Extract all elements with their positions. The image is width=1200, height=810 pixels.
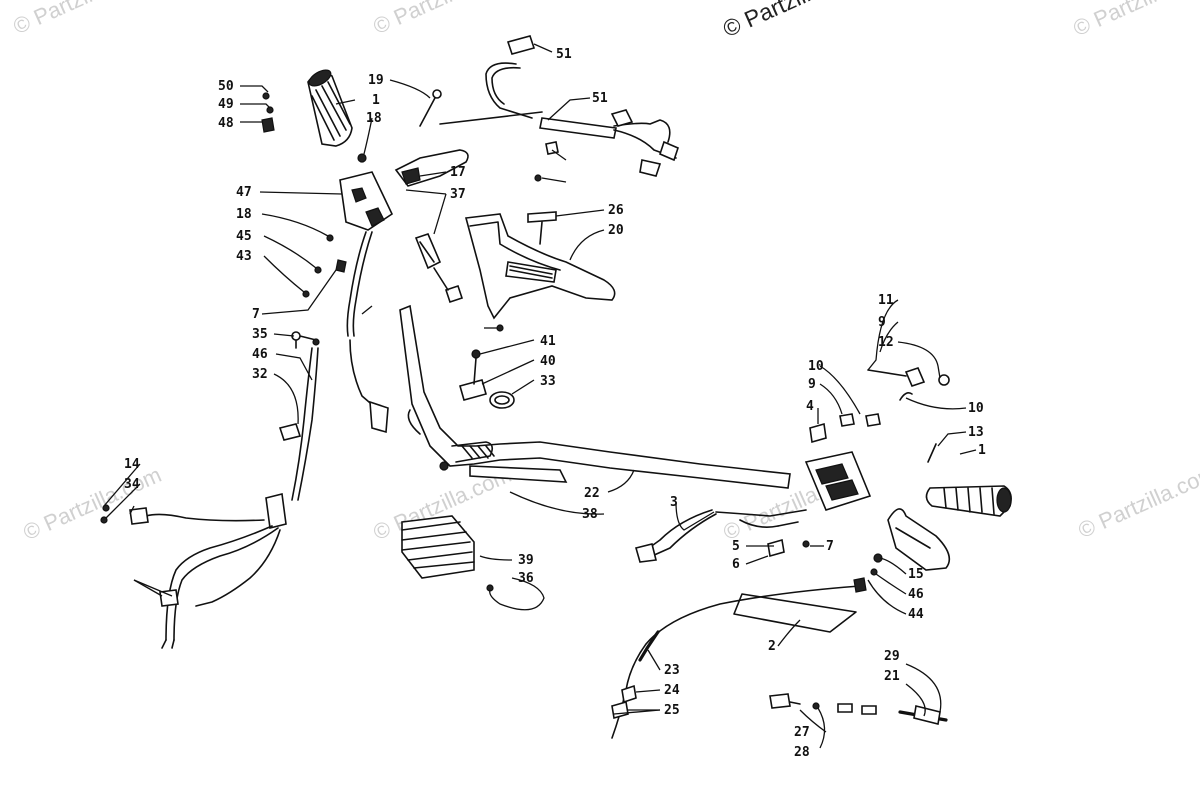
callout-23: 23 <box>664 663 680 678</box>
callout-34: 37 <box>450 187 466 202</box>
callout-36: 39 <box>518 553 534 568</box>
callout-35: 38 <box>582 507 598 522</box>
console[interactable] <box>464 211 616 320</box>
left-grip[interactable] <box>307 67 353 147</box>
brake-cable[interactable] <box>611 577 867 739</box>
callout-26: 26 <box>608 203 624 218</box>
callout-20: 20 <box>608 223 624 238</box>
callout-28: 28 <box>794 745 810 760</box>
wiring-harness[interactable] <box>439 35 679 177</box>
cable-end-parts <box>769 693 948 725</box>
callout-44: 50 <box>218 79 234 94</box>
callout-6: 6 <box>732 557 740 572</box>
callout-27: 27 <box>794 725 810 740</box>
callout-31: 34 <box>124 477 140 492</box>
callout-32: 35 <box>252 327 268 342</box>
right-switch-housing[interactable] <box>767 367 950 558</box>
bulb-socket <box>534 141 559 182</box>
leader-lines <box>103 43 977 749</box>
callout-38: 41 <box>540 334 556 349</box>
callout-8: 9 <box>808 377 816 392</box>
callout-39: 44 <box>908 607 924 622</box>
callout-11: 10 <box>968 401 984 416</box>
callout-21: 21 <box>884 669 900 684</box>
callout-16: 15 <box>908 567 924 582</box>
handlebar[interactable] <box>399 304 791 489</box>
callout-13: 12 <box>878 335 894 350</box>
callout-19: 19 <box>368 73 384 88</box>
callout-17: 17 <box>450 165 466 180</box>
right-cables <box>635 509 807 563</box>
callout-40: 45 <box>236 229 252 244</box>
callout-39: 43 <box>236 249 252 264</box>
callout-1: 1 <box>978 443 986 458</box>
left-cables <box>346 231 389 434</box>
callout-29: 29 <box>884 649 900 664</box>
kill-switch[interactable] <box>414 233 504 332</box>
callout-41: 47 <box>236 185 252 200</box>
handlebar-pad[interactable] <box>401 515 494 592</box>
callout-2: 2 <box>768 639 776 654</box>
right-grip[interactable] <box>925 443 1012 517</box>
brake-lever[interactable] <box>870 508 951 576</box>
callout-43: 49 <box>218 97 234 112</box>
callout-15: 14 <box>124 457 140 472</box>
callout-24: 24 <box>664 683 680 698</box>
callout-labels: 50 49 48 19 1 18 17 37 47 18 45 43 7 51 … <box>124 47 986 760</box>
callout-18: 18 <box>236 207 252 222</box>
callout-10: 9 <box>878 315 886 330</box>
callout-9: 10 <box>808 359 824 374</box>
left-hardware <box>261 89 442 298</box>
callout-40: 46 <box>908 587 924 602</box>
callout-7: 7 <box>252 307 260 322</box>
callout-5: 5 <box>732 539 740 554</box>
callout-37: 40 <box>540 354 556 369</box>
callout-25: 25 <box>664 703 680 718</box>
callout-30: 33 <box>540 374 556 389</box>
callout-30: 32 <box>252 367 268 382</box>
callout-4: 4 <box>806 399 814 414</box>
headlight-harness[interactable] <box>100 331 320 649</box>
callout-33: 36 <box>518 571 534 586</box>
callout-14: 13 <box>968 425 984 440</box>
callout-42: 48 <box>218 116 234 131</box>
callout-22: 22 <box>584 486 600 501</box>
callout-45: 46 <box>252 347 268 362</box>
callout-47: 51 <box>556 47 572 62</box>
callout-7: 7 <box>826 539 834 554</box>
callout-1: 1 <box>372 93 380 108</box>
callout-12: 11 <box>878 293 894 308</box>
callout-3: 3 <box>670 495 678 510</box>
bracket <box>459 349 515 409</box>
callout-48: 51 <box>592 91 608 106</box>
callout-18: 18 <box>366 111 382 126</box>
left-switch-housing[interactable] <box>339 149 469 231</box>
parts-drawing <box>100 35 1012 739</box>
